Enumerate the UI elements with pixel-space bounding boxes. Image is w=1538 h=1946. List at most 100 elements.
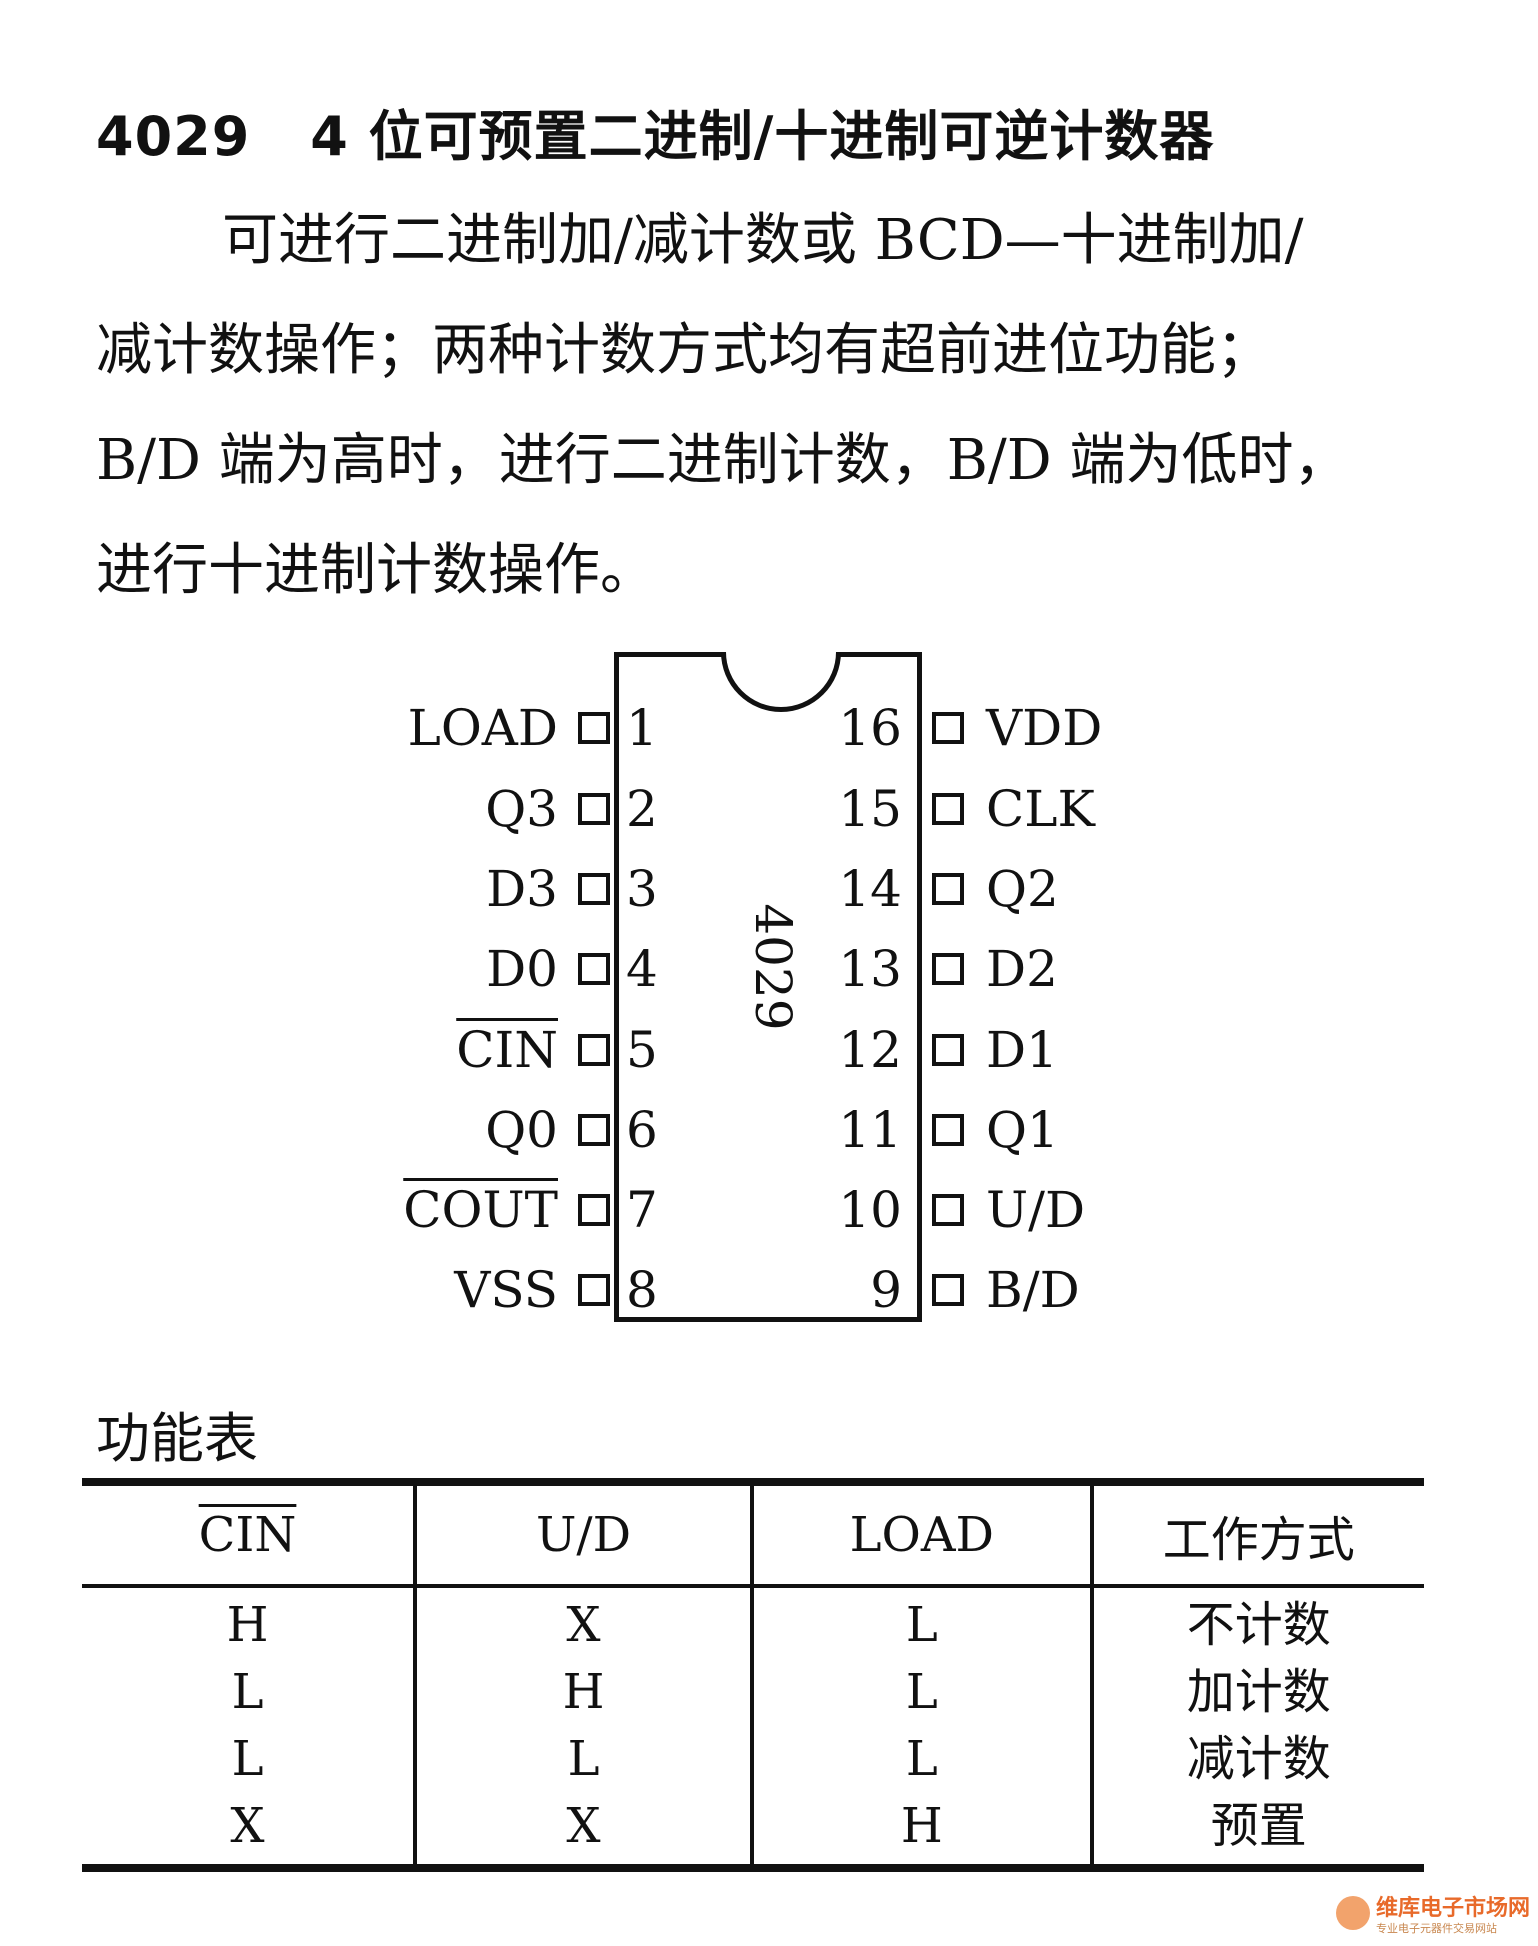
pin-vdd: 16 VDD	[0, 698, 1538, 758]
pin-label: VSS	[454, 1261, 558, 1319]
pin-label: U/D	[986, 1181, 1086, 1239]
header-load: LOAD	[750, 1482, 1092, 1588]
table-cell: 不计数	[1089, 1586, 1424, 1659]
pin-number: 15	[838, 780, 902, 838]
function-table: CIN U/D LOAD 工作方式 H X L 不计数 L H L 加计数 L …	[82, 1478, 1424, 1872]
header-cin: CIN	[82, 1482, 416, 1588]
pin-number: 7	[626, 1181, 658, 1239]
table-cell: 预置	[1089, 1793, 1424, 1868]
pin-number: 14	[838, 860, 902, 918]
ic-package: 4029	[614, 652, 922, 1322]
table-cell: X	[230, 1798, 265, 1854]
paragraph-line: 进行十进制计数操作。	[96, 538, 656, 603]
pin-load: LOAD 1	[0, 698, 1538, 758]
pin-binary-decimal: 9 B/D	[0, 1260, 1538, 1320]
pin-d3: D3 3	[0, 859, 1538, 919]
pin-number: 11	[838, 1101, 902, 1159]
table-cell: H	[226, 1597, 269, 1653]
table-cell: 加计数	[1089, 1659, 1424, 1726]
watermark-logo-icon	[1336, 1896, 1370, 1930]
paragraph-line: B/D 端为高时，进行二进制计数，B/D 端为低时，	[96, 428, 1350, 493]
table-header-row: CIN U/D LOAD 工作方式	[82, 1482, 1424, 1588]
pin-number: 1	[626, 699, 658, 757]
pin-number: 6	[626, 1101, 658, 1159]
table-cell: H	[413, 1659, 752, 1726]
pin-d1: 12 D1	[0, 1020, 1538, 1080]
section-title: 4029 4 位可预置二进制/十进制可逆计数器	[96, 92, 1214, 171]
watermark-subtitle: 专业电子元器件交易网站	[1376, 1922, 1497, 1935]
pin-label: COUT	[403, 1181, 558, 1239]
pin-label: D2	[986, 940, 1058, 998]
pin-number: 3	[626, 860, 658, 918]
pin-q3: Q3 2	[0, 779, 1538, 839]
pin-q0: Q0 6	[0, 1100, 1538, 1160]
table-cell: L	[413, 1726, 752, 1793]
pin-label: Q2	[986, 860, 1059, 918]
function-table-caption: 功能表	[96, 1407, 258, 1470]
pin-pad	[932, 1114, 964, 1146]
pin-number: 4	[626, 940, 658, 998]
pin-cin: CIN 5	[0, 1020, 1538, 1080]
paragraph-line: 可进行二进制加/减计数或 BCD—十进制加/	[222, 208, 1304, 273]
table-cell: X	[413, 1586, 752, 1659]
pin-up-down: 10 U/D	[0, 1180, 1538, 1240]
pin-pad	[578, 1034, 610, 1066]
table-cell: L	[231, 1664, 264, 1720]
table-cell: 减计数	[1089, 1726, 1424, 1793]
pin-number: 13	[838, 940, 902, 998]
pin-number: 16	[838, 699, 902, 757]
pin-pad	[578, 712, 610, 744]
pin-pad	[932, 1194, 964, 1226]
pin-pad	[578, 873, 610, 905]
watermark-title: 维库电子市场网	[1376, 1896, 1531, 1921]
pin-pad	[578, 1114, 610, 1146]
pin-pad	[932, 793, 964, 825]
pin-number: 12	[838, 1021, 902, 1079]
table-row: L H L 加计数	[82, 1659, 1424, 1726]
pin-label: D1	[986, 1021, 1058, 1079]
table-cell: H	[750, 1793, 1092, 1868]
table-cell: L	[750, 1586, 1092, 1659]
pin-label: VDD	[986, 699, 1103, 757]
pin-label: Q1	[986, 1101, 1059, 1159]
pin-pad	[578, 793, 610, 825]
pin-pad	[932, 1034, 964, 1066]
pin-pad	[932, 1274, 964, 1306]
chip-description: 4 位可预置二进制/十进制可逆计数器	[310, 105, 1215, 168]
pin-q1: 11 Q1	[0, 1100, 1538, 1160]
pin-label: Q0	[485, 1101, 558, 1159]
site-watermark: 维库电子市场网 专业电子元器件交易网站	[1336, 1890, 1532, 1942]
pin-label: CLK	[986, 780, 1095, 838]
pin-label: LOAD	[407, 699, 558, 757]
pin-number: 10	[838, 1181, 902, 1239]
table-cell: L	[750, 1726, 1092, 1793]
pin-pad	[578, 1194, 610, 1226]
chip-number: 4029	[96, 105, 251, 168]
pin-clk: 15 CLK	[0, 779, 1538, 839]
pin-label: B/D	[986, 1261, 1080, 1319]
pin-label: CIN	[456, 1021, 558, 1079]
pin-label: Q3	[485, 780, 558, 838]
pin-pad	[578, 1274, 610, 1306]
pin-number: 9	[870, 1261, 902, 1319]
table-row: H X L 不计数	[82, 1586, 1424, 1659]
pin-pad	[932, 873, 964, 905]
table-cell: X	[413, 1793, 752, 1868]
pin-cout: COUT 7	[0, 1180, 1538, 1240]
table-row: X X H 预置	[82, 1793, 1424, 1868]
pin-pad	[932, 712, 964, 744]
pin-d0: D0 4	[0, 939, 1538, 999]
paragraph-line: 减计数操作；两种计数方式均有超前进位功能；	[96, 318, 1272, 383]
pin-number: 5	[626, 1021, 658, 1079]
table-cell: L	[750, 1659, 1092, 1726]
pin-q2: 14 Q2	[0, 859, 1538, 919]
table-row: L L L 减计数	[82, 1726, 1424, 1793]
pin-d2: 13 D2	[0, 939, 1538, 999]
table-cell: L	[231, 1731, 264, 1787]
pin-number: 8	[626, 1261, 658, 1319]
pin-label: D3	[486, 860, 558, 918]
pin-label: D0	[486, 940, 558, 998]
header-mode: 工作方式	[1089, 1482, 1424, 1588]
pin-pad	[578, 953, 610, 985]
pin-pad	[932, 953, 964, 985]
